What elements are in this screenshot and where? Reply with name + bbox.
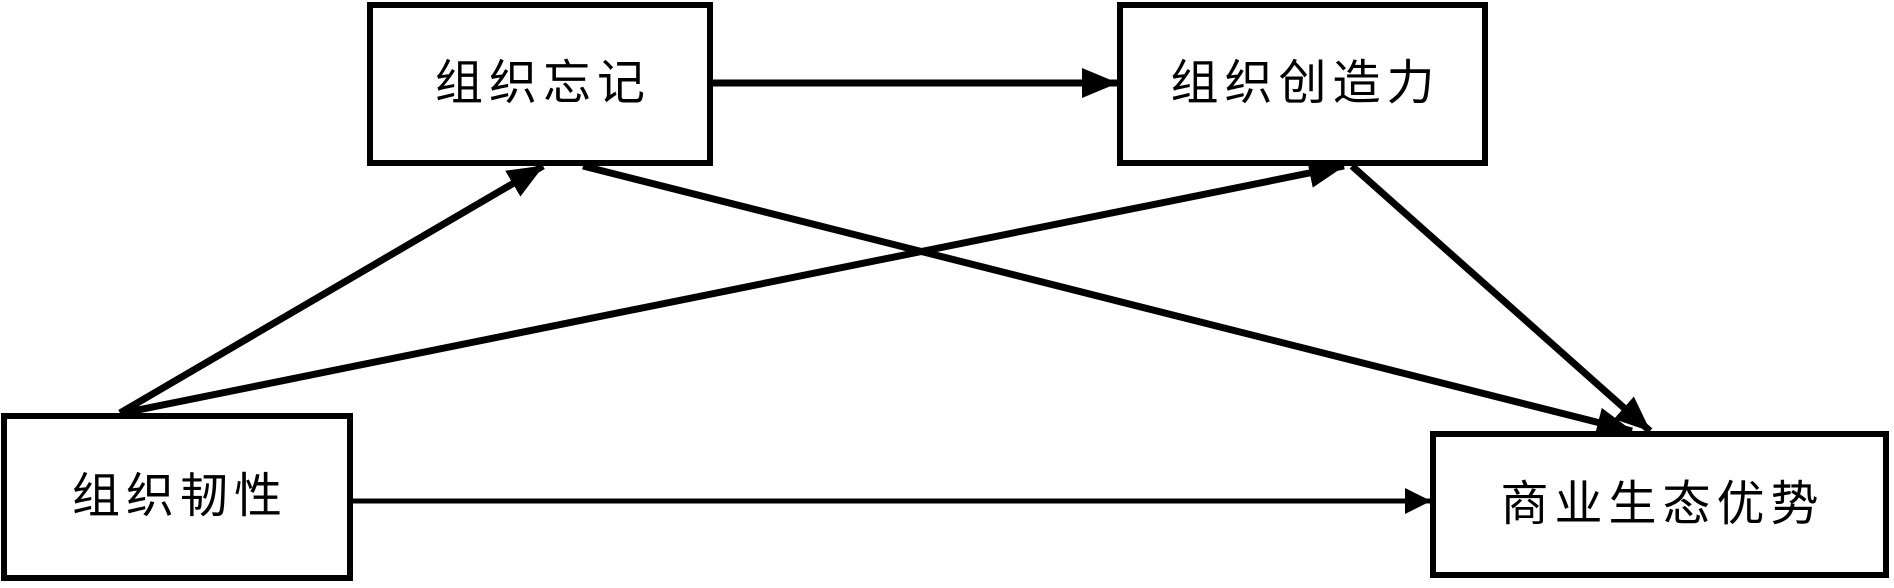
node-label-organizational-resilience: 组织韧性	[71, 470, 288, 523]
node-organizational-forgetting: 组织忘记	[367, 2, 713, 166]
node-label-organizational-forgetting: 组织忘记	[434, 57, 651, 110]
node-business-ecosystem-advantage: 商业生态优势	[1430, 431, 1889, 578]
arrow-organizational-resilience-to-organizational-creativity	[122, 158, 1345, 417]
node-organizational-creativity: 组织创造力	[1117, 2, 1488, 166]
node-organizational-resilience: 组织韧性	[1, 413, 353, 581]
arrow-organizational-creativity-to-business-ecosystem-advantage	[1349, 163, 1653, 434]
node-label-organizational-creativity: 组织创造力	[1170, 57, 1441, 110]
node-label-business-ecosystem-advantage: 商业生态优势	[1500, 477, 1825, 531]
arrow-organizational-forgetting-to-business-ecosystem-advantage	[582, 162, 1633, 437]
arrow-organizational-resilience-to-organizational-forgetting	[118, 162, 545, 417]
